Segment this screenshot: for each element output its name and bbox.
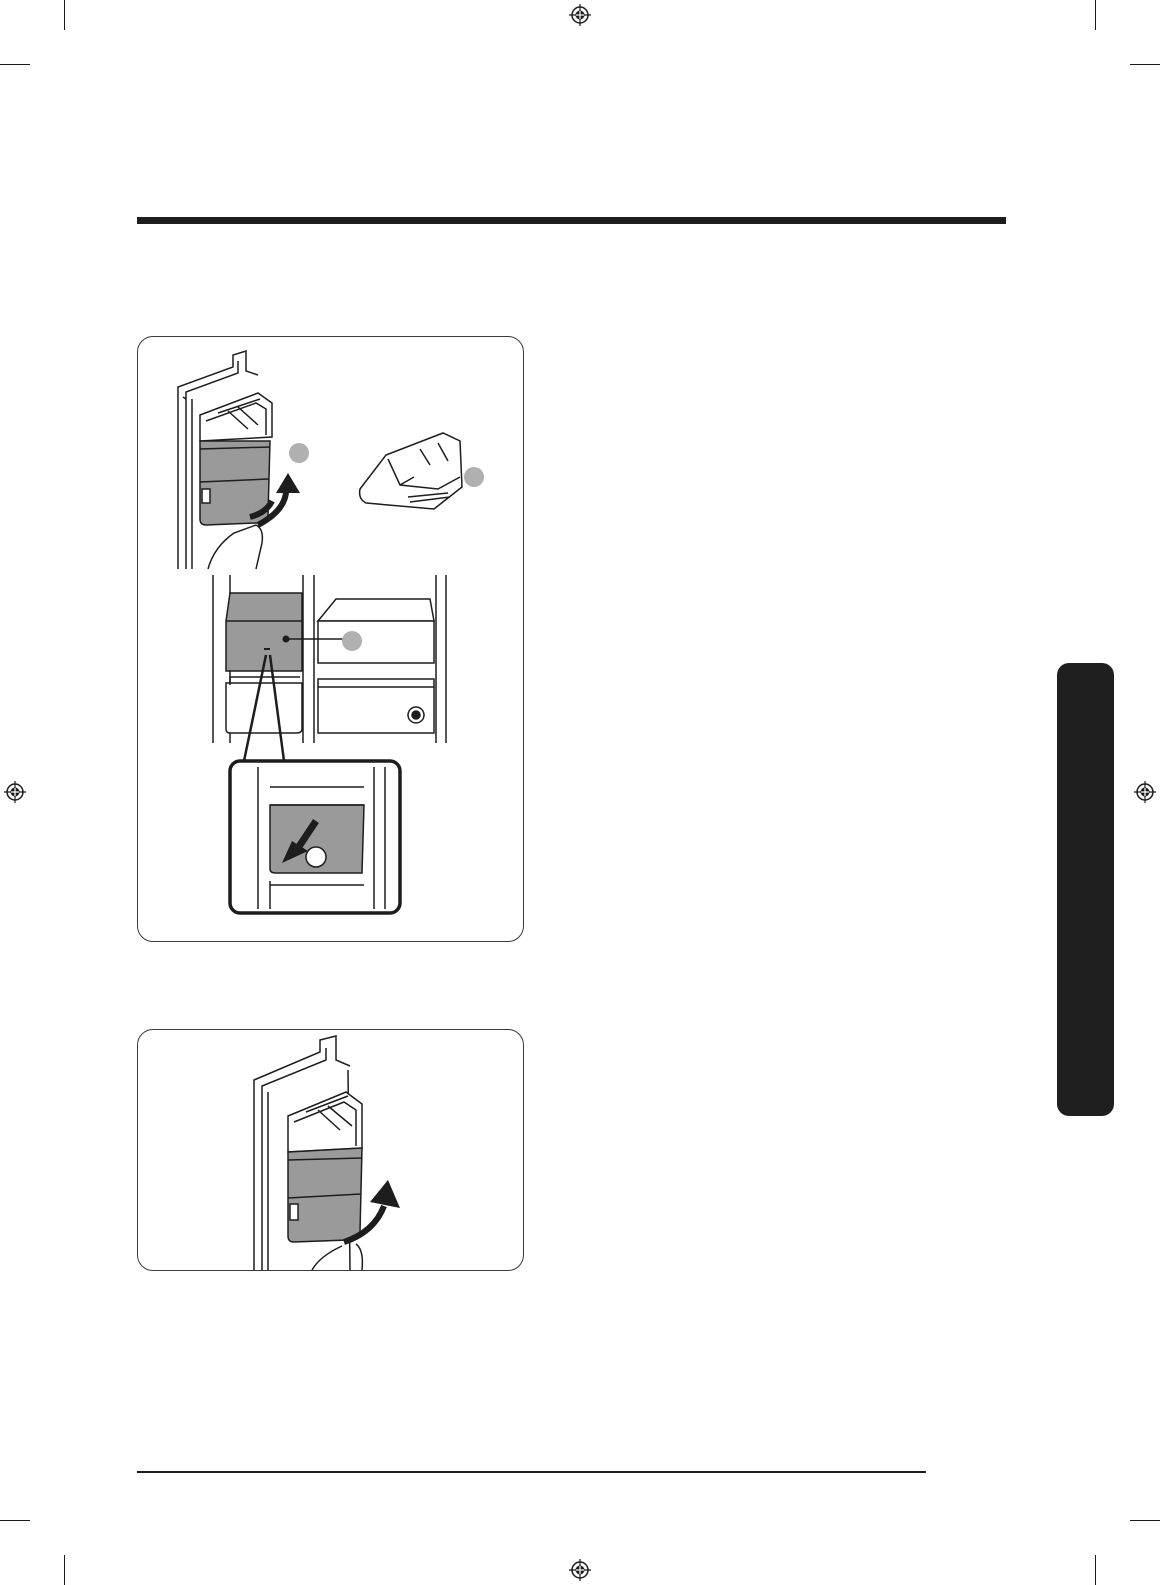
registration-mark-left-icon: [4, 781, 26, 803]
footer-rule: [137, 1471, 926, 1473]
callout-1: [289, 443, 309, 463]
section-title-rule: [137, 217, 1006, 224]
registration-mark-right-icon: [1134, 781, 1156, 803]
crop-mark-bottom-left-h: [0, 1520, 30, 1521]
crop-mark-top-right-h: [1130, 64, 1160, 65]
remove-ice-bucket-illustration: [138, 337, 523, 941]
crop-mark-top-left-v: [64, 0, 65, 30]
crop-mark-bottom-left-v: [64, 1555, 65, 1585]
callout-2: [464, 467, 484, 487]
callout-3: [342, 631, 362, 651]
crop-mark-bottom-right-v: [1095, 1555, 1096, 1585]
crop-mark-top-right-v: [1095, 0, 1096, 30]
registration-mark-top-icon: [569, 4, 591, 26]
registration-mark-bottom-icon: [569, 1559, 591, 1581]
chapter-side-tab: [1057, 663, 1114, 1116]
callout-4: [306, 847, 326, 867]
crop-mark-bottom-right-h: [1130, 1520, 1160, 1521]
remove-ice-bucket-figure: [137, 336, 524, 942]
crop-mark-top-left-h: [0, 64, 30, 65]
reinstall-ice-bucket-illustration: [138, 1030, 523, 1270]
reinstall-ice-bucket-figure: [137, 1029, 524, 1271]
